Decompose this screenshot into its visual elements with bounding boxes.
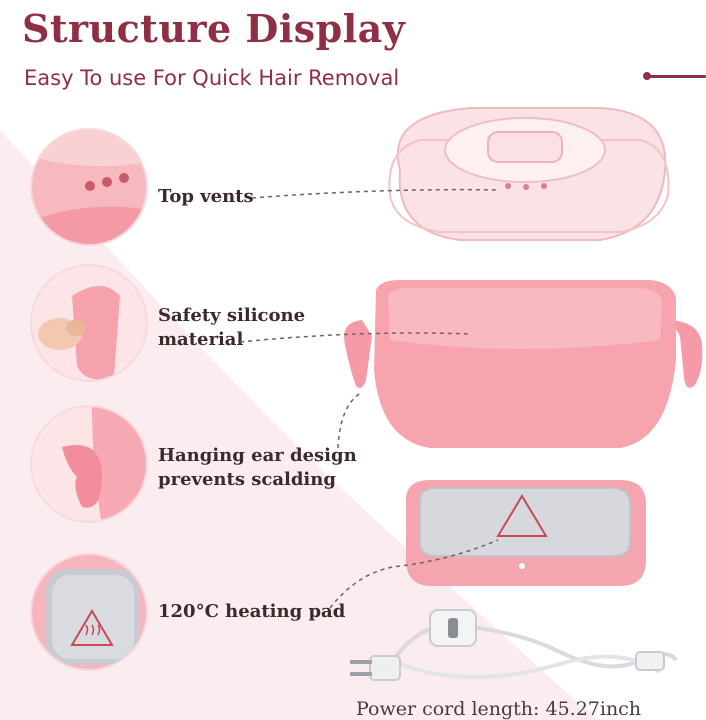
power-cord-image [350,609,678,681]
callout-hanging-ear: Hanging ear design prevents scalding [158,444,357,492]
callout-silicone: Safety silicone material [158,304,305,352]
detail-circle-heating-pad [30,553,148,671]
silicone-closeup [32,266,146,380]
heating-base-image [406,480,646,586]
heating-pad-closeup [32,555,146,669]
silicone-bowl-image [344,280,703,448]
page-subtitle: Easy To use For Quick Hair Removal [24,66,400,90]
callout-line: Hanging ear design [158,445,357,466]
decorative-line [650,75,706,78]
detail-circle-hanging-ear [30,405,148,523]
detail-circle-top-vents [30,128,148,246]
callout-line: 120°C heating pad [158,601,346,622]
decorative-dot [643,72,651,80]
callout-heating-pad: 120°C heating pad [158,600,345,624]
page-title: Structure Display [22,6,406,51]
callout-connectors [239,188,501,609]
top-vents-closeup [32,130,146,244]
power-cord-length: Power cord length: 45.27inch [356,698,642,720]
callout-line: Safety silicone [158,305,306,326]
callout-line: prevents scalding [158,469,336,490]
callout-line: material [158,329,244,350]
callout-top-vents: Top vents [158,185,254,209]
hanging-ear-closeup [32,407,146,521]
callout-line: Top vents [158,186,254,207]
lid-image [388,107,670,241]
detail-circle-silicone [30,264,148,382]
